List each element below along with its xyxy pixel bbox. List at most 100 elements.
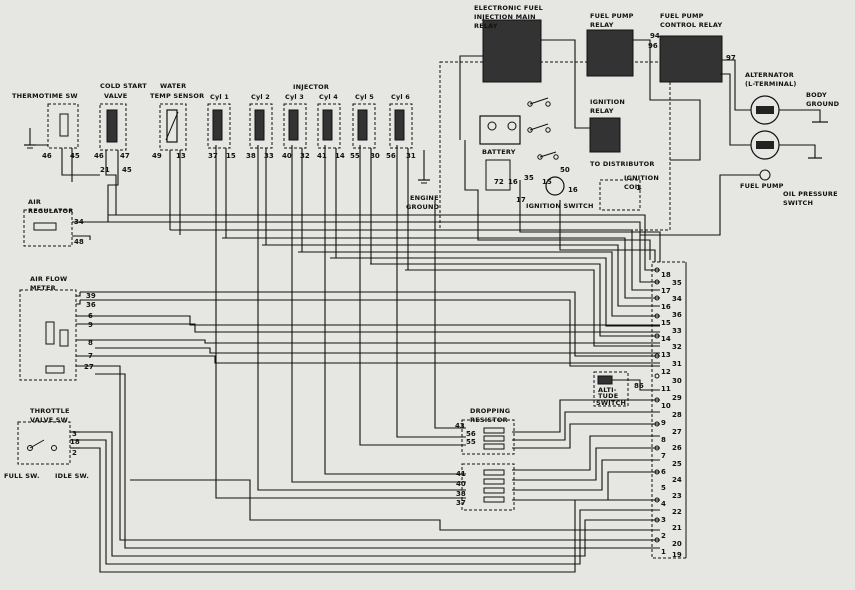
pin-thermo-2: 45: [70, 152, 80, 160]
pin-sw-3: 16: [568, 186, 578, 194]
label-altitude-3: SWITCH: [596, 399, 626, 407]
label-cold-start: COLD START: [100, 82, 147, 90]
battery-icon: [479, 115, 521, 145]
battery-pos-terminal-icon: [507, 121, 517, 131]
label-efi-relay-1: ELECTRONIC FUEL: [474, 4, 543, 12]
pin-drl-2: 40: [456, 480, 466, 488]
pin-bat-1: 72: [494, 178, 504, 186]
pin-dr-3: 55: [466, 438, 476, 446]
relay-contacts: [527, 97, 559, 160]
pin-cyl4-2: 14: [335, 152, 345, 160]
svg-text:28: 28: [672, 411, 682, 419]
label-to-distributor: TO DISTRIBUTOR: [590, 160, 655, 168]
injector-cyl6-icon: [394, 109, 405, 141]
svg-text:24: 24: [672, 476, 682, 484]
pin-airreg-2: 48: [74, 238, 84, 246]
label-cyl4: Cyl 4: [319, 93, 338, 101]
label-dropping-2: RESISTOR: [470, 416, 508, 424]
fuel-pump-relay-block: [586, 29, 634, 77]
pin-bat-2: 16: [508, 178, 518, 186]
pin-cyl1-1: 37: [208, 152, 218, 160]
fuse-block-icon: [485, 159, 511, 191]
svg-text:23: 23: [672, 492, 682, 500]
pin-dr-1: 43: [455, 422, 465, 430]
label-air-regulator-1: AIR: [28, 198, 41, 206]
pin-relay-1: 94: [650, 32, 660, 40]
altitude-switch-box: [593, 371, 629, 407]
pin-cyl2-2: 33: [264, 152, 274, 160]
air-regulator-heater-icon: [33, 222, 57, 231]
pin-af-4: 9: [88, 321, 93, 329]
label-full-sw: FULL SW.: [4, 472, 40, 480]
svg-text:21: 21: [672, 524, 682, 532]
pin-af-5: 8: [88, 339, 93, 347]
dropping-resistor-upper-box: [461, 419, 515, 455]
throttle-switch-contact-icon: [29, 439, 45, 449]
pin-sw-2: 50: [560, 166, 570, 174]
label-battery: BATTERY: [482, 148, 516, 156]
svg-text:4: 4: [661, 500, 666, 508]
pin-af-6: 7: [88, 352, 93, 360]
pin-coil-2: 86: [634, 382, 644, 390]
label-fp-control-1: FUEL PUMP: [660, 12, 704, 20]
pin-cold-lower-2: 45: [122, 166, 132, 174]
pin-cyl5-1: 55: [350, 152, 360, 160]
pin-af-3: 6: [88, 312, 93, 320]
ecu-left-labels: 18 17 16 15 14 13 12 11 10 9 8 7 6 5 4 3…: [661, 271, 671, 556]
svg-text:20: 20: [672, 540, 682, 548]
pin-cyl6-2: 31: [406, 152, 416, 160]
label-dropping-1: DROPPING: [470, 407, 510, 415]
pin-thr-1: 3: [72, 430, 77, 438]
pin-relay-3: 97: [726, 54, 736, 62]
svg-text:15: 15: [661, 319, 671, 327]
svg-text:22: 22: [672, 508, 682, 516]
pin-cyl1-2: 15: [226, 152, 236, 160]
pin-cyl3-1: 40: [282, 152, 292, 160]
harness-wires: [80, 140, 661, 573]
svg-text:14: 14: [661, 335, 671, 343]
pin-relay-2: 96: [648, 42, 658, 50]
resistor-elements: [483, 427, 505, 503]
injector-cyl2-icon: [254, 109, 265, 141]
svg-text:35: 35: [672, 279, 682, 287]
label-temp-sensor: TEMP SENSOR: [150, 92, 204, 100]
svg-text:6: 6: [661, 468, 666, 476]
dropping-resistor-lower-box: [461, 463, 515, 511]
pin-af-7: 27: [84, 363, 94, 371]
svg-text:32: 32: [672, 343, 682, 351]
label-idle-sw: IDLE SW.: [55, 472, 89, 480]
label-alternator-2: (L-TERMINAL): [745, 80, 797, 88]
pin-cyl2-1: 38: [246, 152, 256, 160]
svg-text:5: 5: [661, 484, 666, 492]
label-ignition-switch: IGNITION SWITCH: [526, 202, 594, 210]
pin-sw-1: 15: [542, 178, 552, 186]
label-ignition-coil-1: IGNITION: [624, 174, 659, 182]
label-oil-pressure-1: OIL PRESSURE: [783, 190, 838, 198]
label-oil-pressure-2: SWITCH: [783, 199, 813, 207]
svg-text:1: 1: [661, 548, 666, 556]
label-engine-ground-2: GROUND: [406, 203, 440, 211]
label-altitude-2: TUDE: [598, 392, 618, 400]
ecu-pin-circles: [654, 267, 660, 543]
svg-text:36: 36: [672, 311, 682, 319]
label-fuel-pump-relay-2: RELAY: [590, 21, 614, 29]
efi-main-relay-block: [482, 19, 542, 83]
svg-text:18: 18: [661, 271, 671, 279]
injectors: [207, 103, 413, 270]
label-injector: INJECTOR: [293, 83, 329, 91]
label-air-flow-2: METER: [30, 284, 56, 292]
pin-cyl4-1: 41: [317, 152, 327, 160]
svg-text:13: 13: [661, 351, 671, 359]
svg-text:30: 30: [672, 377, 682, 385]
pin-dr-2: 56: [466, 430, 476, 438]
label-body-ground-2: GROUND: [806, 100, 840, 108]
ignition-relay-block: [589, 117, 621, 153]
svg-text:29: 29: [672, 394, 682, 402]
svg-text:17: 17: [661, 287, 671, 295]
label-ignition-relay-1: IGNITION: [590, 98, 625, 106]
svg-text:31: 31: [672, 360, 682, 368]
label-thermotime: THERMOTIME SW: [12, 92, 78, 100]
label-ignition-coil-2: COIL: [624, 183, 642, 191]
air-flow-potentiometer-icon: [45, 321, 55, 345]
label-alternator-1: ALTERNATOR: [745, 71, 794, 79]
